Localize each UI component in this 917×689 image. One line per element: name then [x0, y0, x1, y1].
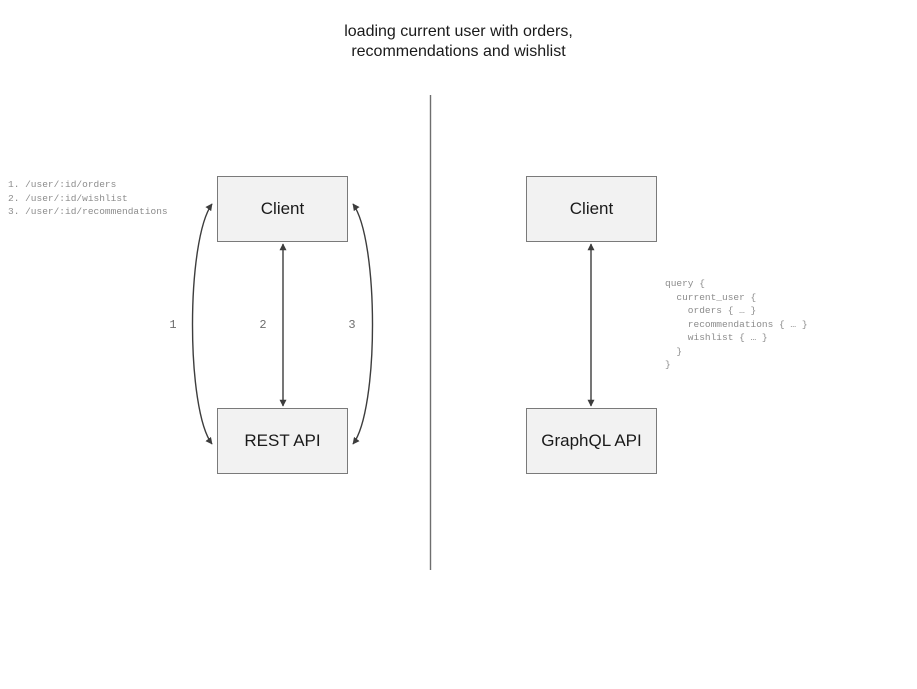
edge-1-rest — [191, 203, 213, 445]
node-graphql-api[interactable]: GraphQL API — [526, 408, 657, 474]
node-rest-api[interactable]: REST API — [217, 408, 348, 474]
node-graphql-client[interactable]: Client — [526, 176, 657, 242]
edge-label-2: 2 — [259, 318, 267, 332]
edge-label-1: 1 — [169, 318, 177, 332]
edge-label-3: 3 — [348, 318, 356, 332]
page-title: loading current user with orders, recomm… — [344, 23, 573, 60]
graphql-query-snippet: query { current_user { orders { … } reco… — [665, 278, 808, 370]
rest-endpoint-list: 1. /user/:id/orders 2. /user/:id/wishlis… — [8, 179, 168, 217]
edge-3-rest — [352, 203, 374, 445]
node-rest-client[interactable]: Client — [217, 176, 348, 242]
